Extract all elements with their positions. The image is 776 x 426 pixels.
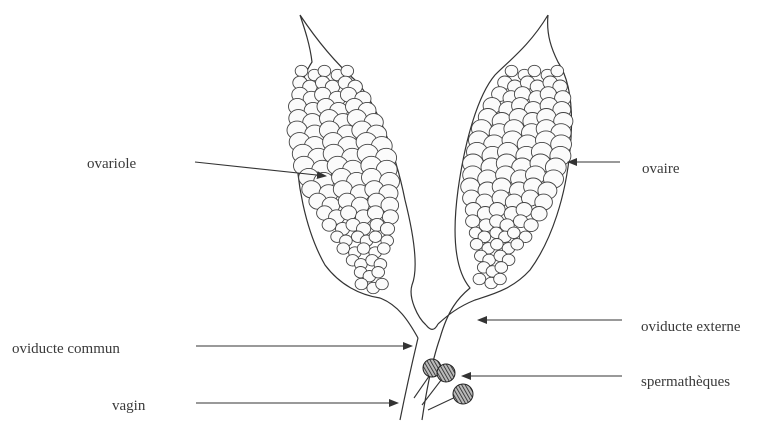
ovariole-egg — [368, 206, 384, 220]
label-spermatheques: spermathèques — [641, 374, 730, 390]
ovariole-egg — [295, 65, 308, 76]
ovariole-egg — [369, 231, 382, 242]
ovariole-egg — [341, 65, 354, 76]
ovariole-egg — [357, 243, 370, 254]
ovariole-egg — [376, 278, 389, 289]
label-oviducte-commun: oviducte commun — [12, 341, 120, 357]
ovariole-egg — [470, 239, 483, 250]
right-ovary-eggs — [461, 65, 573, 288]
ovariole-egg — [318, 65, 331, 76]
ovariole-egg — [382, 210, 398, 224]
ovariole-egg — [473, 273, 486, 284]
spermathecae — [414, 359, 473, 410]
oviduct-common-outline — [400, 338, 418, 420]
ovariole-egg — [551, 65, 564, 76]
ovariole-egg — [511, 239, 524, 250]
ovariole-egg — [528, 65, 541, 76]
label-ovariole: ovariole — [87, 156, 136, 172]
ovariole-egg — [524, 219, 538, 232]
ovariole-egg — [337, 243, 350, 254]
ovariole-egg — [491, 239, 504, 250]
ovariole-egg — [380, 222, 394, 235]
ovariole-egg — [322, 218, 336, 231]
oviduct-right-outline — [422, 338, 440, 420]
spermatheca-2 — [437, 364, 455, 382]
ovariole-egg — [372, 267, 385, 278]
left-ovary-eggs — [287, 65, 400, 293]
oviduct-junction — [426, 324, 438, 329]
label-oviducte-externe: oviducte externe — [641, 319, 741, 335]
ovariole-egg — [505, 65, 518, 76]
ovariole-egg — [494, 273, 507, 284]
label-ovaire: ovaire — [642, 161, 680, 177]
ovariole-egg — [378, 243, 391, 254]
spermatheca-3 — [453, 384, 473, 404]
ovariole-egg — [355, 278, 368, 289]
ovariole-egg — [466, 215, 480, 228]
ovariole-egg — [495, 262, 508, 273]
ovariole-egg — [508, 227, 521, 238]
label-vagin: vagin — [112, 398, 146, 414]
